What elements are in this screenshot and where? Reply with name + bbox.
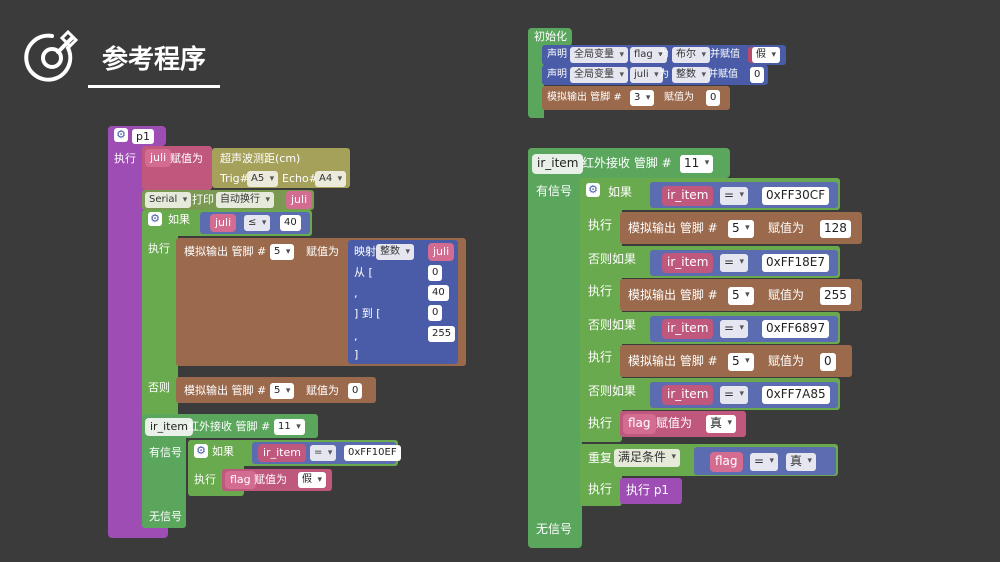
le-value[interactable]: 40: [280, 215, 301, 231]
p1-if-gear-icon[interactable]: ⚙: [194, 444, 208, 458]
var-juli[interactable]: juli: [145, 149, 172, 167]
logo-icon: [24, 29, 79, 82]
else-value[interactable]: 0: [348, 383, 363, 399]
le-dropdown[interactable]: ≤: [244, 215, 271, 231]
type-bool-dropdown[interactable]: 布尔: [672, 47, 710, 63]
p1-ir-code[interactable]: 0xFF10EF: [344, 445, 401, 461]
gear-icon[interactable]: ⚙: [114, 128, 128, 142]
init-analog-value[interactable]: 0: [706, 90, 721, 106]
else-pin-dropdown[interactable]: 5: [270, 383, 295, 399]
repeat-flag-var[interactable]: flag: [710, 452, 743, 472]
repeat-flag-value[interactable]: 真: [786, 453, 817, 471]
p1-ir-item[interactable]: ir_item: [145, 418, 193, 436]
exec1-value[interactable]: 128: [820, 220, 851, 238]
init-title: 初始化: [534, 30, 567, 43]
cond2-ir-item[interactable]: ir_item: [662, 253, 714, 273]
map-v1[interactable]: 0: [428, 265, 443, 281]
if-gear-icon[interactable]: ⚙: [148, 212, 162, 226]
scope-dropdown[interactable]: 全局变量: [570, 47, 628, 63]
p1-flag-var[interactable]: flag: [225, 471, 256, 489]
function-p1-block[interactable]: [108, 126, 144, 536]
p1-ir-pin-dropdown[interactable]: 11: [274, 419, 305, 435]
main-if-gear-icon[interactable]: ⚙: [586, 183, 600, 197]
newline-dropdown[interactable]: 自动换行: [216, 192, 274, 208]
map-var-juli[interactable]: juli: [428, 243, 455, 261]
header-logo: [22, 26, 84, 88]
exec1-pin[interactable]: 5: [728, 220, 754, 238]
main-ir-item[interactable]: ir_item: [532, 154, 584, 174]
title-underline: [88, 85, 220, 88]
exec2-pin[interactable]: 5: [728, 287, 754, 305]
map-type-dropdown[interactable]: 整数: [376, 244, 414, 260]
cmp-var-juli[interactable]: juli: [210, 214, 237, 232]
exec4-flag-var[interactable]: flag: [623, 414, 656, 434]
exec3-value[interactable]: 0: [820, 353, 836, 371]
p1-flag-value[interactable]: 假: [298, 472, 326, 488]
exec4-flag-value[interactable]: 真: [706, 415, 737, 433]
exec2-value[interactable]: 255: [820, 287, 851, 305]
page-title: 参考程序: [102, 45, 207, 75]
flag-init-value[interactable]: 假: [752, 47, 780, 63]
juli-init-value[interactable]: 0: [750, 67, 765, 83]
main-ir-pin-dropdown[interactable]: 11: [680, 155, 714, 173]
echo-dropdown[interactable]: A4: [315, 171, 347, 187]
init-block[interactable]: [528, 28, 544, 118]
cond1-ir-item[interactable]: ir_item: [662, 186, 714, 206]
cond4-code[interactable]: 0xFF7A85: [762, 386, 830, 404]
scope-dropdown-2[interactable]: 全局变量: [570, 67, 628, 83]
cond2-eq[interactable]: =: [720, 254, 749, 272]
p1-eq-dropdown[interactable]: =: [310, 445, 337, 461]
serial-dropdown[interactable]: Serial: [145, 192, 192, 208]
if-block[interactable]: [142, 210, 178, 442]
cond1-eq[interactable]: =: [720, 187, 749, 205]
map-pin-dropdown[interactable]: 5: [270, 244, 295, 260]
main-ir-block[interactable]: [528, 148, 582, 548]
function-name[interactable]: p1: [132, 129, 154, 144]
trig-dropdown[interactable]: A5: [247, 171, 279, 187]
p1-cmp-ir-item[interactable]: ir_item: [258, 444, 306, 462]
exec3-pin[interactable]: 5: [728, 353, 754, 371]
cond4-ir-item[interactable]: ir_item: [662, 385, 714, 405]
cond3-code[interactable]: 0xFF6897: [762, 320, 830, 338]
map-v3[interactable]: 0: [428, 305, 443, 321]
call-p1-block[interactable]: [620, 478, 682, 504]
cond3-eq[interactable]: =: [720, 320, 749, 338]
cond3-ir-item[interactable]: ir_item: [662, 319, 714, 339]
init-pin-dropdown[interactable]: 3: [630, 90, 655, 106]
print-var-juli[interactable]: juli: [286, 191, 313, 209]
var-juli-dropdown[interactable]: juli: [630, 67, 663, 83]
repeat-eq[interactable]: =: [750, 453, 779, 471]
repeat-cond-dropdown[interactable]: 满足条件: [614, 449, 681, 467]
cond2-code[interactable]: 0xFF18E7: [762, 254, 830, 272]
var-flag-dropdown[interactable]: flag: [630, 47, 667, 63]
type-int-dropdown[interactable]: 整数: [672, 67, 710, 83]
cond4-eq[interactable]: =: [720, 386, 749, 404]
map-v4[interactable]: 255: [428, 326, 456, 342]
map-v2[interactable]: 40: [428, 285, 449, 301]
cond1-code[interactable]: 0xFF30CF: [762, 187, 830, 205]
